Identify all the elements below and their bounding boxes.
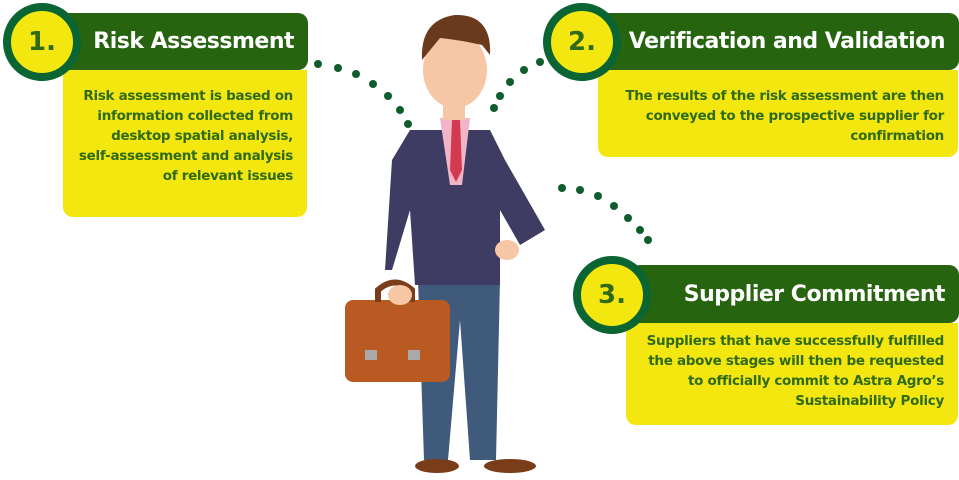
step-2-description: The results of the risk assessment are t… <box>598 70 958 157</box>
step-2-number: 2. <box>543 3 621 81</box>
dotted-connector <box>314 58 652 244</box>
step-3-title: Supplier Commitment <box>630 265 959 323</box>
step-1-description: Risk assessment is based on information … <box>63 70 307 217</box>
step-3-description: Suppliers that have successfully fulfill… <box>626 323 958 425</box>
step-3-number: 3. <box>573 256 651 334</box>
step-1-title: Risk Assessment <box>55 13 308 70</box>
step-2-title: Verification and Validation <box>597 13 959 70</box>
step-1-number: 1. <box>3 3 81 81</box>
